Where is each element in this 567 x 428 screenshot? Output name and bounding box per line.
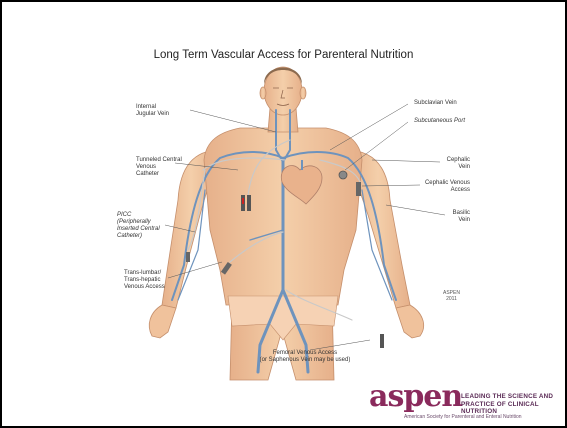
label-internal-jugular: Internal Jugular Vein xyxy=(136,104,169,118)
right-hand xyxy=(396,305,424,338)
aspen-logo-wordmark: aspen xyxy=(369,382,462,412)
logo-tagline-2: PRACTICE OF CLINICAL NUTRITION xyxy=(461,401,567,415)
label-picc: PICC (Peripherally Inserted Central Cath… xyxy=(117,212,160,240)
label-cephalic-vein: Cephalic Vein xyxy=(420,157,470,171)
label-subcutaneous-port: Subcutaneous Port xyxy=(414,118,465,125)
slide-title: Long Term Vascular Access for Parenteral… xyxy=(0,49,567,61)
logo-subtitle: American Society for Parenteral and Ente… xyxy=(404,414,522,420)
label-subclavian: Subclavian Vein xyxy=(414,100,457,107)
logo-tagline-1: LEADING THE SCIENCE AND xyxy=(461,393,553,400)
label-basilic: Basilic Vein xyxy=(420,210,470,224)
left-hand xyxy=(149,305,176,338)
subcutaneous-port xyxy=(339,171,347,179)
label-translumbar: Trans-lumbar/ Trans-hepatic Venous Acces… xyxy=(124,270,165,291)
label-tunneled-cvc: Tunneled Central Venous Catheter xyxy=(136,157,182,178)
label-cephalic-access: Cephalic Venous Access xyxy=(405,180,470,194)
artist-signature: ASPEN 2011 xyxy=(443,290,460,302)
label-femoral: Femoral Venous Access (or Saphenous Vein… xyxy=(230,350,380,364)
